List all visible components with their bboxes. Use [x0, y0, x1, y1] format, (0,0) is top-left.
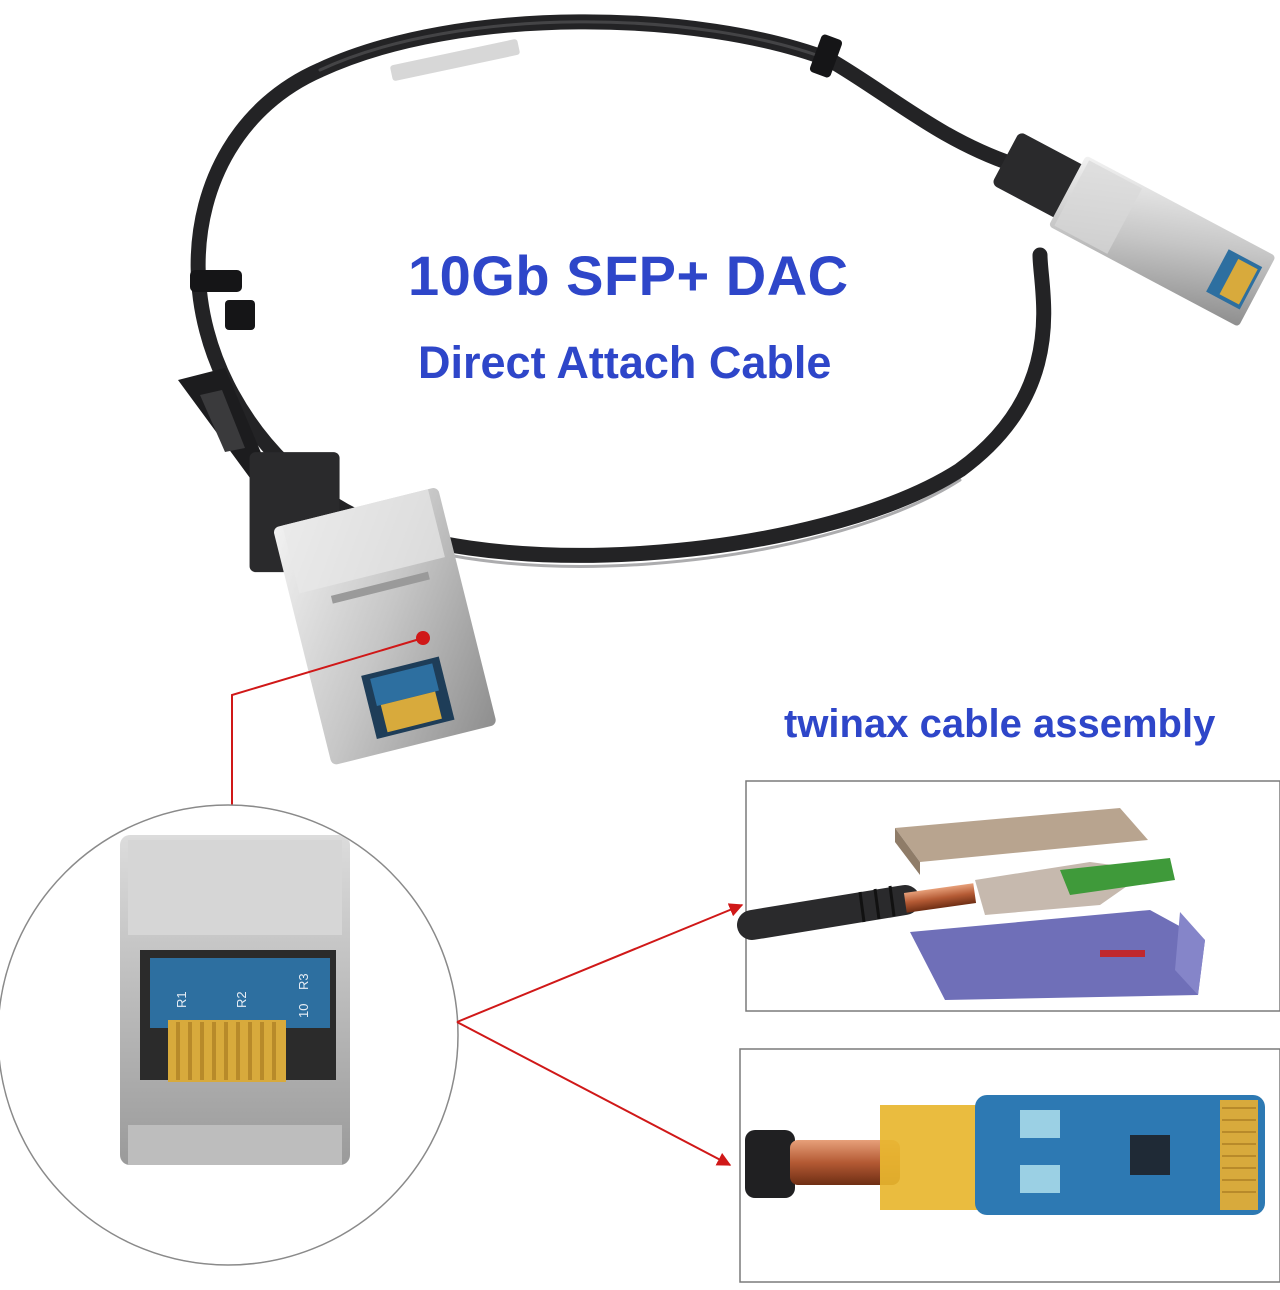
exploded-assembly-panel	[737, 780, 1280, 1012]
magnified-connector-view: R1 R2 R3 10	[0, 804, 459, 1266]
sfp-module-right	[993, 133, 1275, 326]
pcb-label-10: 10	[296, 1004, 311, 1018]
product-subtitle: Direct Attach Cable	[418, 337, 832, 388]
callout-arrows	[456, 903, 744, 1166]
sfp-module-left	[249, 452, 496, 765]
pcb-closeup-panel	[739, 1048, 1280, 1283]
pcb-label-r2: R2	[234, 991, 249, 1008]
pcb-label-r3: R3	[296, 973, 311, 990]
dac-cable	[190, 14, 1052, 568]
pcb-label-r1: R1	[174, 991, 189, 1008]
product-title: 10Gb SFP+ DAC	[408, 244, 849, 307]
assembly-heading: twinax cable assembly	[784, 702, 1216, 746]
